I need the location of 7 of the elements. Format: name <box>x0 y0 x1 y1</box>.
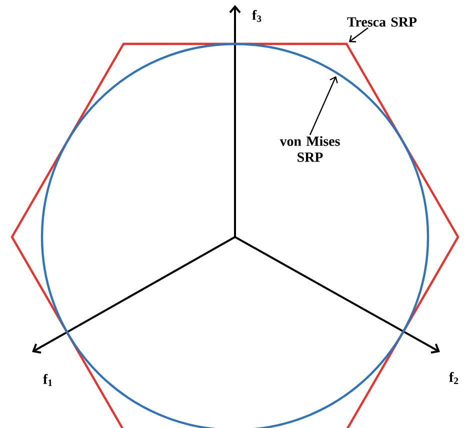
axis-label: f$_{2}$ <box>449 372 458 384</box>
axis-label: f$_{3}$ <box>252 10 262 22</box>
label-text: von Mises SRP <box>280 136 340 162</box>
leader-arrow <box>309 76 338 136</box>
leader-arrow <box>348 27 368 42</box>
label-text: Tresca SRP <box>347 17 417 27</box>
axis-label: f$_{1}$ <box>43 374 52 386</box>
